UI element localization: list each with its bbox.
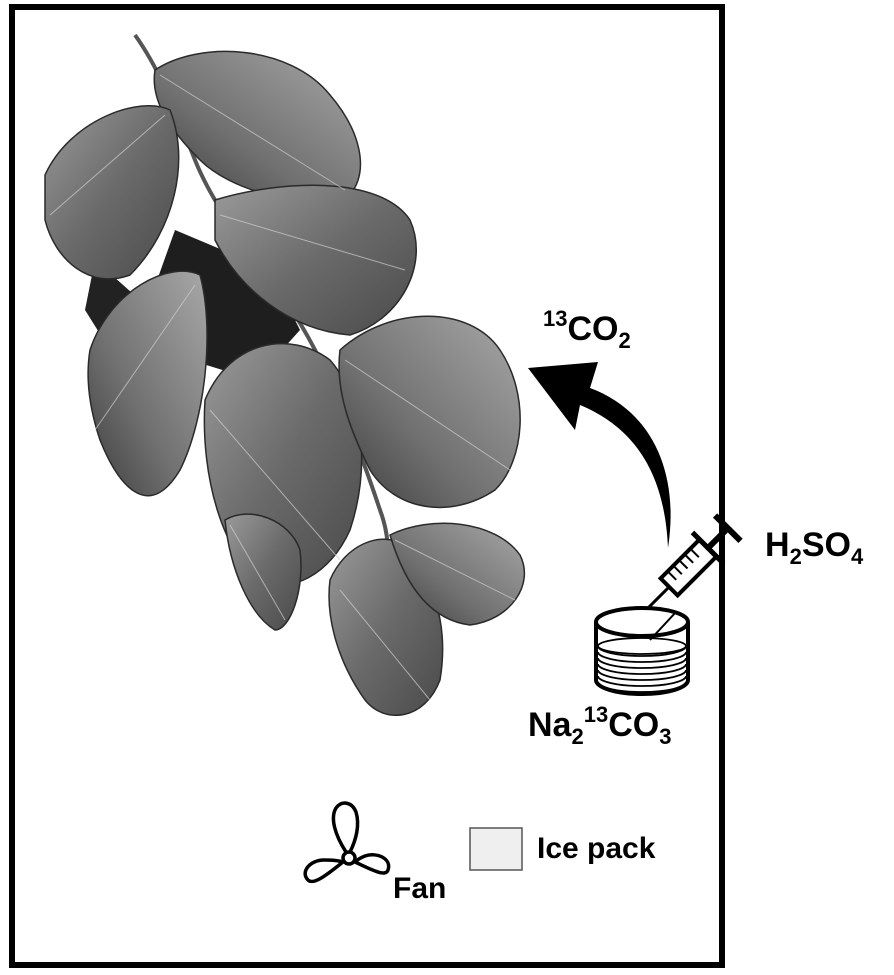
co2-base: CO (567, 310, 618, 348)
acid-h: H (765, 526, 790, 564)
carbonate-sub1: 2 (571, 724, 583, 749)
chamber-frame (9, 4, 725, 968)
carbonate-sub2: 3 (659, 724, 671, 749)
ice-pack-icon (469, 827, 523, 871)
carbonate-sup: 13 (584, 702, 608, 727)
curved-arrow-icon (528, 362, 671, 548)
carbonate-na: Na (528, 706, 573, 744)
co2-label: 13CO2 (543, 306, 631, 353)
co2-sub: 2 (618, 328, 630, 353)
carbonate-label: Na213CO3 (528, 702, 671, 749)
ice-pack-label: Ice pack (537, 832, 656, 865)
carbonate-co: CO (608, 706, 659, 744)
acid-label: H2SO4 (765, 526, 864, 569)
co2-sup: 13 (543, 306, 567, 331)
fan-icon (303, 801, 391, 884)
acid-sub1: 2 (790, 544, 802, 569)
acid-mid: SO (802, 526, 851, 564)
acid-sub2: 4 (851, 544, 864, 569)
fan-label: Fan (393, 872, 446, 905)
beaker-icon (594, 606, 690, 696)
beech-branch (44, 33, 526, 716)
